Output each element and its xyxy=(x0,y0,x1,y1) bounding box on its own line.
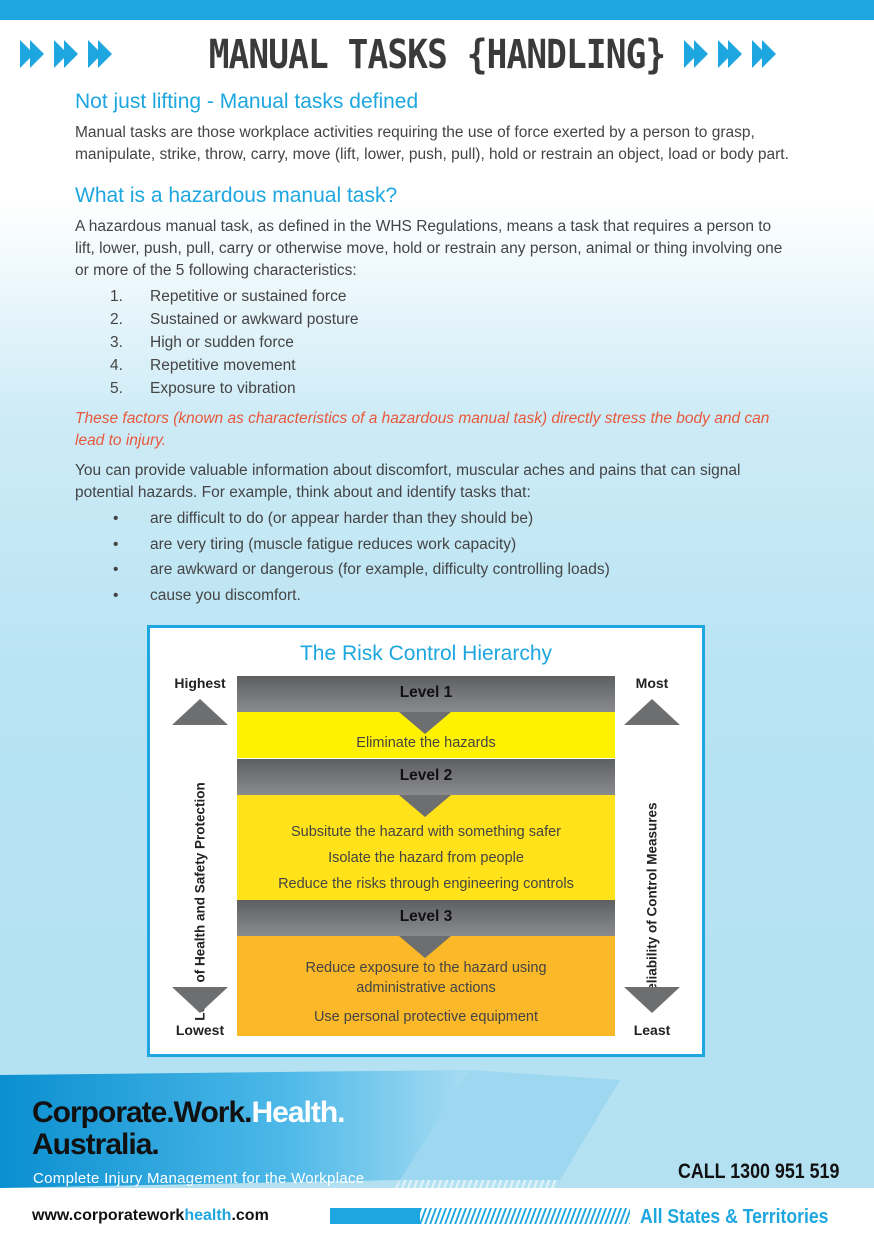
list-text: Exposure to vibration xyxy=(150,380,296,397)
section-hazardous: What is a hazardous manual task? A hazar… xyxy=(75,184,795,608)
level-item: Eliminate the hazards xyxy=(356,735,496,751)
level-1-header: Level 1 xyxy=(237,676,615,712)
web-part: www.corporatework xyxy=(32,1207,185,1224)
left-chevrons xyxy=(20,40,112,68)
list-text: Sustained or awkward posture xyxy=(150,311,359,328)
service-area: All States & Territories xyxy=(640,1206,829,1228)
web-highlight: health xyxy=(184,1207,232,1224)
list-item: • are awkward or dangerous (for example, … xyxy=(75,557,795,583)
top-accent-bar xyxy=(0,0,874,20)
section-heading: What is a hazardous manual task? xyxy=(75,184,398,207)
arrow-down-icon xyxy=(624,987,680,1013)
level-notch xyxy=(399,795,451,817)
warning-note: These factors (known as characteristics … xyxy=(75,410,770,449)
section-paragraph: You can provide valuable information abo… xyxy=(75,462,741,501)
level-notch xyxy=(399,936,451,958)
list-number: 3. xyxy=(110,334,123,351)
list-number: 5. xyxy=(110,380,123,397)
list-item: 2. Sustained or awkward posture xyxy=(75,308,795,331)
chevron-right-icon xyxy=(684,40,708,68)
level-3-header: Level 3 xyxy=(237,900,615,936)
list-text: are difficult to do (or appear harder th… xyxy=(150,510,534,527)
left-bottom-label: Lowest xyxy=(175,1022,225,1038)
footer-stripe-bar xyxy=(330,1208,630,1224)
chevron-right-icon xyxy=(718,40,742,68)
level-1-body: Eliminate the hazards xyxy=(237,712,615,758)
bullet: • xyxy=(113,535,119,553)
list-item: 4. Repetitive movement xyxy=(75,354,795,377)
list-text: are awkward or dangerous (for example, d… xyxy=(150,561,610,578)
list-item: 3. High or sudden force xyxy=(75,331,795,354)
arrow-up-icon xyxy=(624,699,680,725)
bullet: • xyxy=(113,586,119,604)
section-paragraph: Manual tasks are those workplace activit… xyxy=(75,124,789,163)
characteristics-list: 1. Repetitive or sustained force 2. Sustai… xyxy=(75,285,795,400)
list-text: cause you discomfort. xyxy=(150,586,301,604)
main-content: Not just lifting - Manual tasks defined … xyxy=(75,90,795,608)
brand-name-line2: Australia. xyxy=(32,1128,160,1161)
bullet: • xyxy=(113,510,119,527)
list-number: 4. xyxy=(110,357,123,374)
page-title: MANUAL TASKS {HANDLING} xyxy=(208,32,666,78)
level-2-header: Level 2 xyxy=(237,759,615,795)
list-item: 1. Repetitive or sustained force xyxy=(75,285,795,308)
chevron-right-icon xyxy=(752,40,776,68)
level-item: Use personal protective equipment xyxy=(313,1009,539,1025)
list-item: • cause you discomfort. xyxy=(75,583,795,609)
brand-name-line1: Corporate.Work.Health. xyxy=(32,1096,346,1130)
list-text: are very tiring (muscle fatigue reduces … xyxy=(150,535,517,553)
level-notch xyxy=(399,712,451,734)
bullet: • xyxy=(113,561,119,578)
section-definition: Not just lifting - Manual tasks defined … xyxy=(75,90,795,166)
right-chevrons xyxy=(684,40,776,68)
level-item: Reduce the risks through engineering con… xyxy=(278,876,574,892)
level-item: Subsitute the hazard with something safe… xyxy=(290,824,561,840)
brand-highlight: Health. xyxy=(251,1096,345,1129)
level-item: Isolate the hazard from people xyxy=(328,850,524,866)
website-link[interactable]: www.corporateworkhealth.com xyxy=(32,1207,269,1225)
list-item: • are difficult to do (or appear harder t… xyxy=(75,506,795,532)
list-text: Repetitive movement xyxy=(150,357,296,374)
web-part: .com xyxy=(231,1207,269,1224)
list-text: Repetitive or sustained force xyxy=(150,288,347,305)
arrow-up-icon xyxy=(172,699,228,725)
chevron-right-icon xyxy=(88,40,112,68)
task-bullet-list: • are difficult to do (or appear harder t… xyxy=(75,506,795,608)
level-item: Reduce exposure to the hazard using xyxy=(305,960,547,976)
list-number: 2. xyxy=(110,311,123,328)
list-number: 1. xyxy=(110,288,123,305)
section-paragraph: A hazardous manual task, as defined in t… xyxy=(75,218,783,279)
list-text: High or sudden force xyxy=(150,334,294,351)
left-top-label: Highest xyxy=(174,675,226,691)
hierarchy-title: The Risk Control Hierarchy xyxy=(299,642,553,665)
right-bottom-label: Least xyxy=(633,1022,671,1038)
arrow-down-icon xyxy=(172,987,228,1013)
title-row: MANUAL TASKS {HANDLING} xyxy=(0,28,874,88)
chevron-right-icon xyxy=(20,40,44,68)
phone-number[interactable]: CALL 1300 951 519 xyxy=(678,1160,840,1183)
right-top-label: Most xyxy=(635,675,669,691)
list-item: 5. Exposure to vibration xyxy=(75,377,795,400)
brand-part: Corporate.Work. xyxy=(32,1096,252,1129)
brand-tagline: Complete Injury Management for the Workp… xyxy=(33,1170,365,1187)
risk-control-hierarchy: The Risk Control Hierarchy Highest Level… xyxy=(147,625,705,1057)
section-heading: Not just lifting - Manual tasks defined xyxy=(75,90,419,113)
list-item: • are very tiring (muscle fatigue reduces… xyxy=(75,532,795,558)
footer-graphic xyxy=(0,1070,874,1240)
chevron-right-icon xyxy=(54,40,78,68)
level-item: administrative actions xyxy=(356,980,496,996)
